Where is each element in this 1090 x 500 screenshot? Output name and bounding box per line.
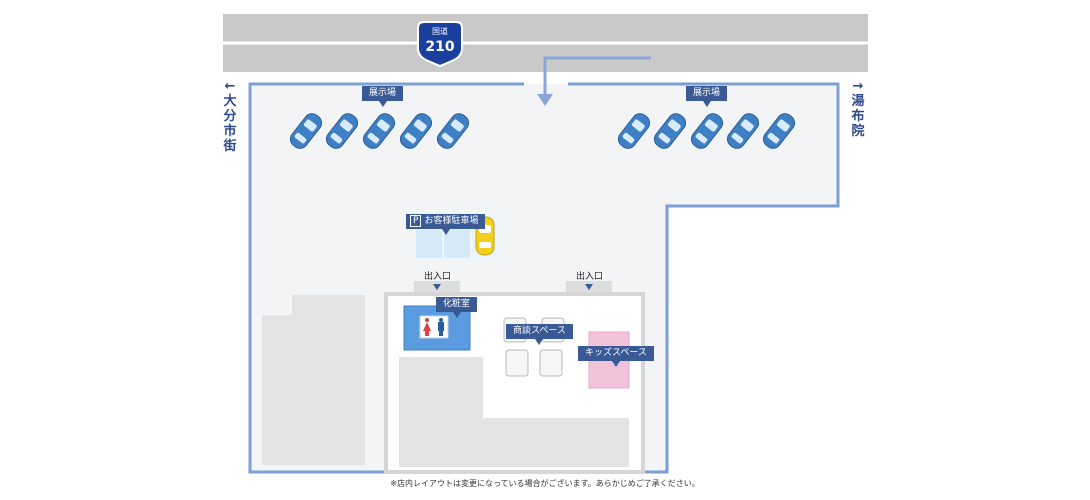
- showroom-cars-left: [289, 113, 470, 149]
- label-entrance-2: 出入口: [576, 272, 604, 282]
- parking-mark-icon: P: [410, 215, 422, 227]
- restroom-icon: [419, 315, 449, 339]
- left-building: [262, 295, 365, 465]
- showroom-cars-right: [617, 113, 796, 149]
- label-restroom: 化粧室: [436, 297, 478, 318]
- footnote: ※店内レイアウトは変更になっている場合がございます。あらかじめご了承ください。: [390, 479, 700, 488]
- lot-border: [248, 82, 840, 474]
- direction-right: → 湯布院: [850, 79, 866, 140]
- entry-arrow-icon: [543, 56, 651, 96]
- direction-right-text: 湯布院: [851, 94, 865, 139]
- route-number: 210: [425, 39, 454, 55]
- store-building: [384, 292, 645, 474]
- label-showroom-right: 展示場: [686, 86, 728, 107]
- arrow-right-icon: →: [852, 79, 864, 94]
- route-shield-icon: 国道 210: [417, 21, 463, 68]
- label-kids-space: キッズスペース: [578, 346, 654, 367]
- arrow-left-icon: ←: [224, 79, 236, 94]
- direction-left-text: 大分市街: [223, 94, 237, 154]
- label-showroom-left: 展示場: [362, 86, 404, 107]
- route-label: 国道: [432, 26, 448, 36]
- label-entrance-1: 出入口: [424, 272, 452, 282]
- label-meeting-space: 商談スペース: [506, 324, 573, 345]
- parking-text: お客様駐車場: [424, 216, 479, 226]
- direction-left: ← 大分市街: [222, 79, 238, 155]
